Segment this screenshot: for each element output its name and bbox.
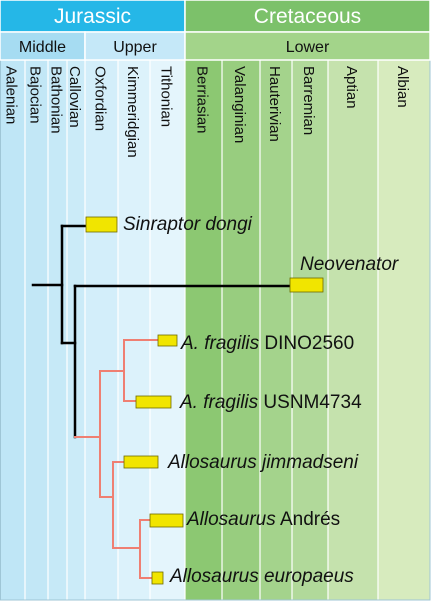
range-bar-dino2560 xyxy=(157,334,178,347)
stage-label-barremian: Barremian xyxy=(300,66,317,135)
stage-label-hauterivian: Hauterivian xyxy=(266,66,283,142)
stage-columns xyxy=(0,60,430,600)
stage-label-oxfordian: Oxfordian xyxy=(92,66,109,131)
stage-column-tithonian xyxy=(150,60,185,600)
range-bar-andres xyxy=(149,513,184,528)
range-bar-usnm4734 xyxy=(135,395,172,409)
stage-label-aptian: Aptian xyxy=(343,66,360,109)
stage-column-aalenian xyxy=(0,60,25,600)
period-label-cretaceous: Cretaceous xyxy=(254,5,361,28)
stage-label-valanginian: Valanginian xyxy=(231,66,248,143)
epoch-cell-lower xyxy=(184,31,431,61)
stage-column-albian xyxy=(378,60,430,600)
stage-label-bajocian: Bajocian xyxy=(27,66,44,124)
period-cell-cretaceous xyxy=(184,0,431,33)
stage-label-albian: Albian xyxy=(394,66,411,108)
range-bar-jimmadseni xyxy=(123,455,159,469)
epoch-cell-middle xyxy=(0,31,86,61)
stage-column-berriasian xyxy=(185,60,222,600)
stage-column-bajocian xyxy=(25,60,48,600)
period-label-jurassic: Jurassic xyxy=(54,5,131,28)
stage-column-kimmeridgian xyxy=(118,60,150,600)
range-bar-neovenator xyxy=(289,277,324,293)
stage-label-berriasian: Berriasian xyxy=(194,66,211,134)
stage-label-aalenian: Aalenian xyxy=(3,66,20,124)
epoch-label-lower: Lower xyxy=(286,39,330,56)
stage-label-bathonian: Bathonian xyxy=(48,66,65,134)
phylogenetic-tree xyxy=(31,224,292,579)
epoch-label-upper: Upper xyxy=(113,39,157,56)
stage-label-tithonian: Tithonian xyxy=(158,66,175,127)
stage-label-callovian: Callovian xyxy=(66,66,83,128)
epoch-cell-upper xyxy=(84,31,186,61)
stage-column-aptian xyxy=(328,60,378,600)
stage-column-barremian xyxy=(292,60,328,600)
stage-column-hauterivian xyxy=(260,60,292,600)
stage-label-kimmeridgian: Kimmeridgian xyxy=(124,66,141,158)
stage-column-valanginian xyxy=(222,60,260,600)
range-bar-europaeus xyxy=(151,571,164,585)
stage-column-bathonian xyxy=(48,60,67,600)
epoch-label-middle: Middle xyxy=(19,39,66,56)
range-bar-sinraptor xyxy=(85,216,118,233)
stratigraphic-range-bars xyxy=(85,216,324,585)
